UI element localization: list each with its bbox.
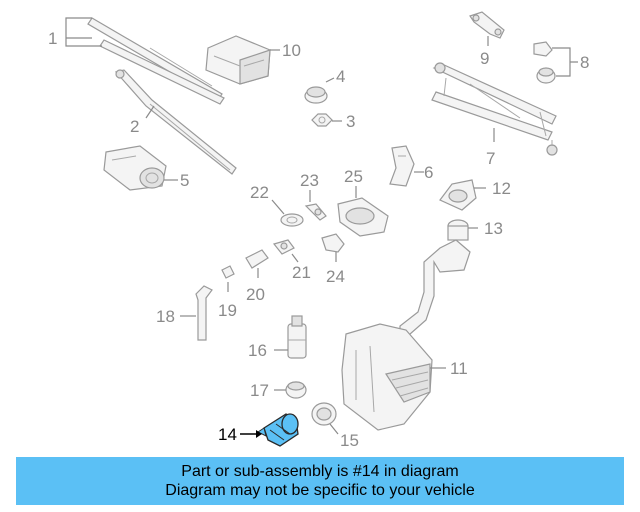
callout-7: 7 — [486, 149, 495, 168]
hose-connector[interactable] — [245, 249, 269, 269]
callout-11: 11 — [450, 359, 468, 378]
callout-line-8 — [552, 47, 578, 77]
callout-15: 15 — [340, 431, 359, 450]
nut[interactable] — [311, 113, 333, 127]
filler-cap[interactable] — [439, 179, 477, 211]
clip[interactable] — [221, 265, 235, 279]
washer-pump[interactable] — [287, 315, 307, 359]
callout-3: 3 — [346, 112, 355, 131]
callout-10: 10 — [282, 41, 301, 60]
wiper-control-module[interactable] — [205, 35, 271, 85]
callout-line-15 — [329, 423, 339, 435]
nozzle-housing[interactable] — [337, 197, 389, 237]
seal-ring[interactable] — [311, 402, 337, 426]
callout-2: 2 — [130, 117, 139, 136]
wiper-motor[interactable] — [103, 145, 167, 191]
callout-line-2 — [145, 105, 155, 119]
check-valve[interactable] — [272, 239, 295, 255]
callout-18: 18 — [156, 307, 175, 326]
callout-6: 6 — [424, 163, 433, 182]
callout-line-21 — [291, 253, 299, 263]
pump-grommet[interactable] — [285, 381, 307, 399]
callout-5: 5 — [180, 171, 189, 190]
filler-neck[interactable] — [447, 219, 469, 241]
cap[interactable] — [304, 86, 328, 104]
callout-24: 24 — [326, 267, 345, 286]
callout-arrow-14 — [240, 430, 262, 438]
callout-9: 9 — [480, 49, 489, 68]
banner-line-1: Part or sub-assembly is #14 in diagram — [181, 463, 459, 480]
info-banner: Part or sub-assembly is #14 in diagram D… — [16, 457, 624, 505]
callout-20: 20 — [246, 285, 265, 304]
washer-nozzle[interactable] — [304, 203, 327, 221]
banner-line-2: Diagram may not be specific to your vehi… — [165, 482, 475, 499]
washer-hose[interactable] — [195, 285, 213, 341]
wiper-blade[interactable] — [87, 17, 225, 105]
callout-line-1 — [65, 17, 102, 47]
callout-8: 8 — [580, 53, 589, 72]
wiper-arm[interactable] — [114, 69, 237, 175]
grommet-pair[interactable] — [533, 41, 556, 84]
callout-line-22 — [271, 199, 285, 215]
callout-13: 13 — [484, 219, 503, 238]
callout-12: 12 — [492, 179, 511, 198]
callout-19: 19 — [218, 301, 237, 320]
highlighted-part-14[interactable] — [257, 413, 299, 447]
wiper-linkage[interactable] — [431, 62, 558, 156]
grommet[interactable] — [280, 213, 304, 227]
callout-22: 22 — [250, 183, 269, 202]
callout-4: 4 — [336, 67, 345, 86]
washer-reservoir[interactable] — [341, 239, 471, 431]
bracket-6[interactable] — [389, 145, 415, 187]
callout-17: 17 — [250, 381, 269, 400]
callout-16: 16 — [248, 341, 267, 360]
callout-23: 23 — [300, 171, 319, 190]
connector[interactable] — [321, 233, 345, 253]
parts-diagram: 1 2 10 4 3 5 9 — [48, 11, 589, 450]
callout-1: 1 — [48, 29, 57, 48]
callout-25: 25 — [344, 167, 363, 186]
callout-line-4 — [325, 77, 335, 83]
callout-21: 21 — [292, 263, 311, 282]
bracket[interactable] — [469, 11, 505, 39]
callout-14: 14 — [218, 425, 237, 444]
